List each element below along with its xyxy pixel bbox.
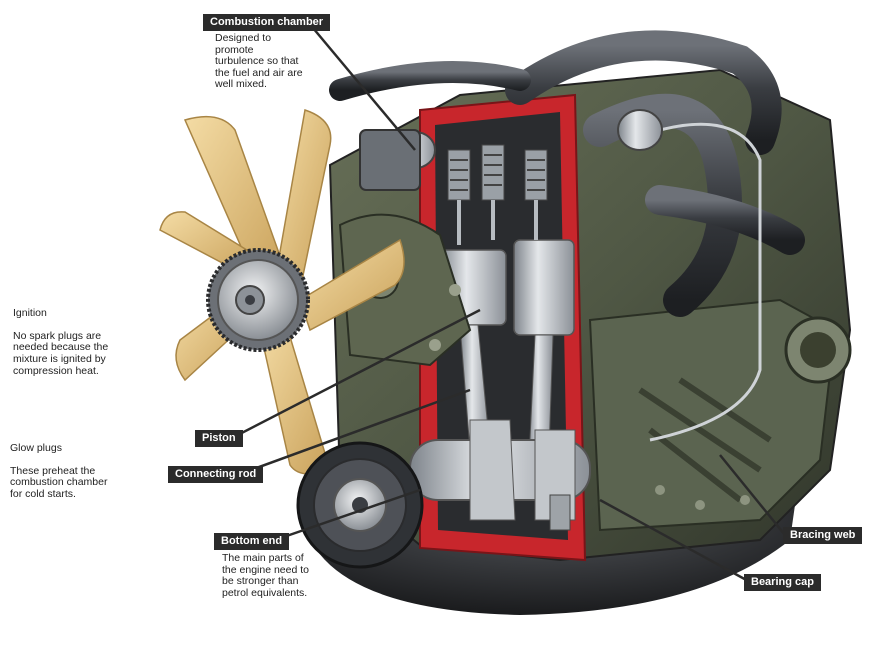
note-glow-plugs: Glow plugs These preheat the combustion … — [10, 431, 107, 512]
fan-hub — [206, 248, 310, 352]
label-bottom-end: Bottom end — [214, 533, 290, 550]
note-glow-plugs-text: These preheat the combustion chamber for… — [10, 464, 108, 500]
label-bracing-web: Bracing web — [783, 527, 863, 544]
desc-bottom-end: The main parts of the engine need to be … — [222, 552, 309, 599]
valve-gear — [447, 144, 548, 245]
label-bearing-cap: Bearing cap — [744, 574, 821, 591]
note-ignition-text: No spark plugs are needed because the mi… — [13, 329, 109, 377]
label-connecting-rod: Connecting rod — [168, 466, 264, 483]
manifold-pipes — [329, 30, 805, 442]
label-combustion-chamber: Combustion chamber — [203, 14, 331, 31]
note-ignition: Ignition No spark plugs are needed becau… — [13, 296, 108, 389]
desc-combustion-chamber: Designed to promote turbulence so that t… — [215, 32, 303, 91]
leader-lines — [231, 21, 786, 584]
note-glow-plugs-title: Glow plugs — [10, 441, 62, 454]
crankshaft — [409, 419, 591, 531]
label-piston: Piston — [195, 430, 243, 447]
crank-pulley — [296, 441, 424, 569]
note-ignition-title: Ignition — [13, 306, 47, 319]
